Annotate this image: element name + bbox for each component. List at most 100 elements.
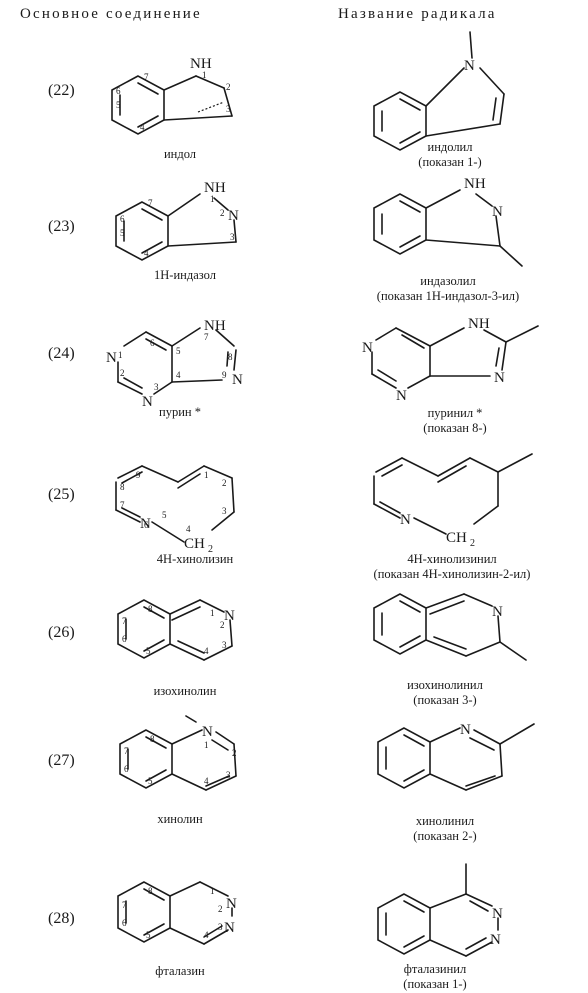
svg-text:4: 4 [144,248,149,258]
row-number: (25) [48,486,75,503]
radical-name: индолил(показан 1-) [418,140,482,169]
indole-structure: NH 12 34 567 [111,56,233,135]
svg-text:6: 6 [116,86,121,96]
svg-text:4: 4 [204,646,209,656]
svg-text:9: 9 [136,470,141,480]
svg-text:7: 7 [120,500,125,510]
svg-text:1: 1 [118,350,123,360]
svg-text:1: 1 [204,740,209,750]
svg-text:N: N [362,340,373,356]
parent-name: изохинолин [153,684,217,698]
svg-text:N: N [224,920,235,936]
parent-name: фталазин [155,964,205,978]
svg-text:N: N [400,512,411,528]
indolyl-structure: N [373,31,505,151]
header-parent-compound: Основное соединение [20,6,202,22]
svg-text:NH: NH [468,316,490,332]
radical-name: изохинолинил(показан 3-) [407,678,483,707]
svg-text:5: 5 [148,776,153,786]
svg-text:8: 8 [148,604,153,614]
atom-nh: NH [190,56,212,72]
svg-text:2: 2 [220,208,225,218]
svg-text:9: 9 [222,370,227,380]
svg-text:6: 6 [150,338,155,348]
svg-text:NH: NH [204,180,226,196]
svg-text:3: 3 [222,506,227,516]
quinoline-structure: N 12 34 56 78 [119,715,237,791]
svg-text:8: 8 [228,352,233,362]
svg-text:2: 2 [120,368,125,378]
svg-text:8: 8 [150,734,155,744]
svg-text:NH: NH [204,318,226,334]
svg-text:4: 4 [204,776,209,786]
svg-text:7: 7 [148,198,153,208]
indazolyl-structure: NH N [373,176,523,267]
svg-text:7: 7 [124,746,129,756]
svg-text:8: 8 [148,886,153,896]
svg-text:N: N [464,58,475,74]
svg-text:3: 3 [154,382,159,392]
svg-text:7: 7 [144,72,149,82]
svg-text:N: N [490,932,501,948]
parent-name: 1H-индазол [154,268,216,282]
svg-text:2: 2 [226,82,231,92]
purine-structure: NH N N N 12 34 56 789 [106,318,243,410]
radical-name: пуринил *(показан 8-) [423,406,487,435]
svg-text:6: 6 [124,764,129,774]
svg-text:5: 5 [146,930,151,940]
radical-name: фталазинил(показан 1-) [403,962,467,991]
parent-name: индол [163,147,197,161]
svg-text:N: N [494,370,505,386]
svg-text:3: 3 [222,640,227,650]
purinyl-structure: NH N N N [362,316,539,404]
phthalazine-structure: N N 12 34 56 78 [117,881,237,945]
svg-text:1: 1 [210,194,215,204]
row-number: (26) [48,624,75,641]
radical-name: хинолинил(показан 2-) [413,814,477,843]
svg-text:6: 6 [120,214,125,224]
svg-text:2: 2 [222,478,227,488]
svg-text:7: 7 [204,332,209,342]
svg-text:3: 3 [226,770,231,780]
parent-name: 4H-хинолизин [156,552,234,566]
header-radical-name: Название радикала [338,6,497,22]
svg-text:5: 5 [120,228,125,238]
svg-text:N: N [492,604,503,620]
svg-text:N: N [492,906,503,922]
indazole-structure: NH N 12 3 4 5 6 7 [115,180,239,261]
svg-text:7: 7 [122,900,127,910]
svg-text:1: 1 [204,470,209,480]
phthalazinyl-structure: N N [377,863,503,957]
svg-text:N: N [228,208,239,224]
svg-text:3: 3 [218,922,223,932]
svg-text:6: 6 [122,918,127,928]
svg-text:1: 1 [210,886,215,896]
svg-text:4: 4 [186,524,191,534]
svg-text:6: 6 [122,634,127,644]
parent-name: пурин * [159,405,201,419]
quinolinyl-structure: N [377,722,535,791]
svg-text:4: 4 [204,930,209,940]
radical-name: 4H-хинолизинил(показан 4H-хинолизин-2-ил… [373,552,531,581]
svg-text:N: N [226,896,237,912]
svg-text:1: 1 [202,70,207,80]
svg-text:2: 2 [208,544,213,555]
svg-text:2: 2 [232,748,237,758]
svg-text:N: N [140,516,151,532]
svg-text:8: 8 [120,482,125,492]
radical-name: индазолил(показан 1H-индазол-3-ил) [376,274,520,303]
svg-text:2: 2 [220,620,225,630]
isoquinolinyl-structure: N [373,593,527,661]
svg-text:CH: CH [184,536,205,552]
row-number: (28) [48,910,75,927]
svg-text:3: 3 [230,232,235,242]
svg-text:2: 2 [470,538,475,549]
svg-text:5: 5 [116,100,121,110]
svg-text:5: 5 [146,646,151,656]
svg-text:7: 7 [122,616,127,626]
svg-text:4: 4 [176,370,181,380]
row-number: (22) [48,82,75,99]
svg-text:5: 5 [162,510,167,520]
